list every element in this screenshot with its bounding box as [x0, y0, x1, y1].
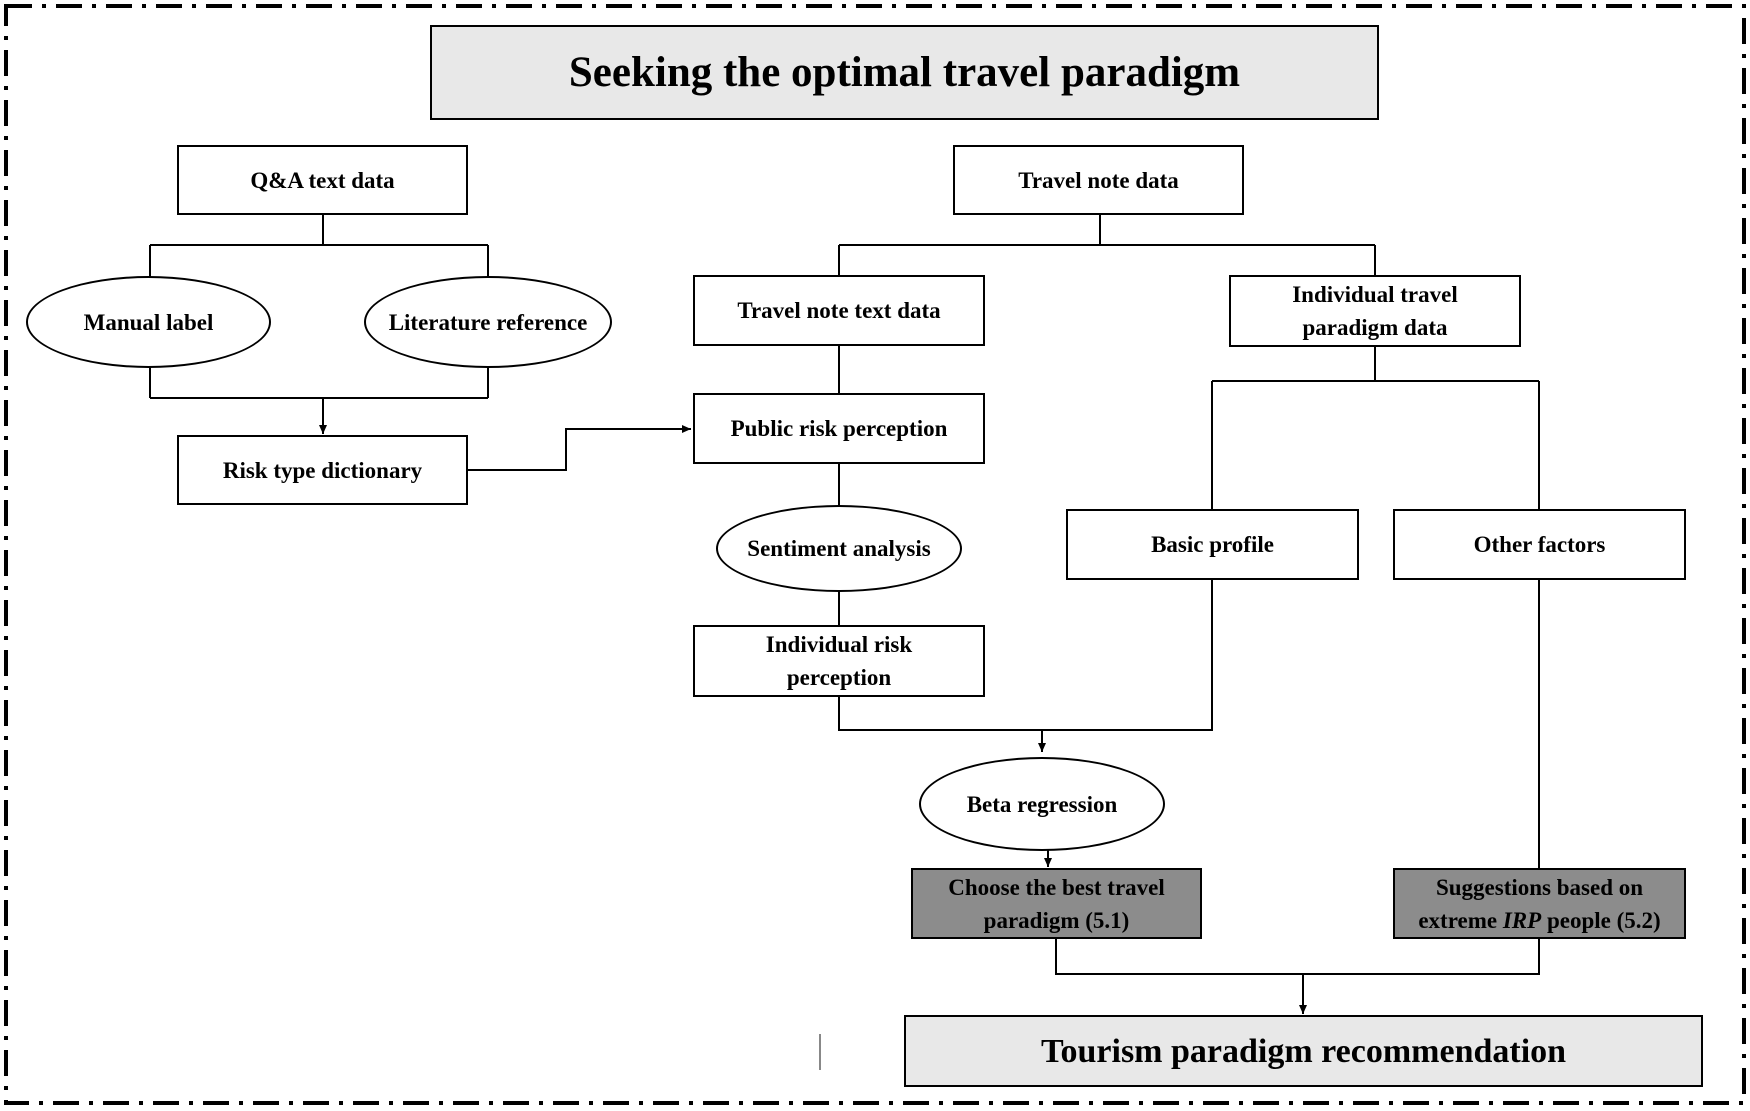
- basic-profile-box: Basic profile: [1066, 509, 1359, 580]
- other-factors-label: Other factors: [1473, 532, 1606, 557]
- suggestions-line2-part1: extreme: [1418, 907, 1503, 933]
- literature-reference-ellipse: Literature reference: [364, 276, 612, 368]
- public-risk-label: Public risk perception: [730, 416, 948, 441]
- manual-label-ellipse: Manual label: [26, 276, 271, 368]
- choose-best-line1: Choose the best travel: [948, 874, 1165, 900]
- manual-label-text: Manual label: [83, 309, 214, 335]
- individual-risk-line1: Individual risk: [765, 632, 913, 657]
- travel-note-data-box: Travel note data: [953, 145, 1244, 215]
- connector-paradigm-split: [1211, 346, 1540, 510]
- individual-risk-perception-box: Individual risk perception: [693, 625, 985, 697]
- suggestions-line1: Suggestions based on: [1435, 874, 1644, 900]
- connector-merge: [149, 367, 489, 399]
- choose-best-line2: paradigm (5.1): [983, 907, 1130, 933]
- individual-risk-line2: perception: [786, 665, 892, 690]
- connector-bottom-merge: [1055, 938, 1540, 975]
- individual-travel-line1: Individual travel: [1292, 282, 1458, 307]
- tourism-recommendation-box: Tourism paradigm recommendation: [904, 1015, 1703, 1087]
- basic-profile-label: Basic profile: [1151, 532, 1274, 557]
- outer-border: [4, 4, 1746, 1105]
- beta-regression-label: Beta regression: [966, 791, 1118, 817]
- risk-type-dictionary-box: Risk type dictionary: [177, 435, 468, 505]
- sentiment-label: Sentiment analysis: [747, 536, 931, 561]
- sentiment-analysis-ellipse: Sentiment analysis: [716, 505, 962, 592]
- beta-regression-ellipse: Beta regression: [919, 757, 1165, 851]
- connector-merge-beta: [838, 579, 1213, 731]
- stray-mark: [819, 1034, 821, 1070]
- arrow-dictionary-to-public-risk: [468, 425, 691, 471]
- qa-text-data-box: Q&A text data: [177, 145, 468, 215]
- individual-travel-line2: paradigm data: [1302, 315, 1448, 340]
- page-title: Seeking the optimal travel paradigm: [568, 49, 1241, 96]
- suggestions-box: Suggestions based on extreme IRP people …: [1393, 868, 1686, 939]
- risk-dictionary-label: Risk type dictionary: [222, 457, 423, 483]
- individual-travel-paradigm-box: Individual travel paradigm data: [1229, 275, 1521, 347]
- connector-qa-split: [149, 214, 489, 277]
- public-risk-perception-box: Public risk perception: [693, 393, 985, 464]
- connector-travel-split: [838, 214, 1376, 276]
- qa-text-label: Q&A text data: [250, 167, 395, 193]
- suggestions-line2-part3: people (5.2): [1541, 907, 1661, 933]
- travel-note-text-data-box: Travel note text data: [693, 275, 985, 346]
- choose-best-paradigm-box: Choose the best travel paradigm (5.1): [911, 868, 1202, 939]
- title-box: Seeking the optimal travel paradigm: [430, 25, 1379, 120]
- travel-note-label: Travel note data: [1018, 167, 1179, 193]
- suggestions-irp-italic: IRP: [1502, 907, 1542, 933]
- literature-reference-text: Literature reference: [388, 309, 588, 335]
- other-factors-box: Other factors: [1393, 509, 1686, 580]
- recommendation-label: Tourism paradigm recommendation: [1040, 1032, 1567, 1070]
- travel-note-text-label: Travel note text data: [737, 298, 941, 323]
- suggestions-line2: extreme IRP people (5.2): [1418, 904, 1660, 937]
